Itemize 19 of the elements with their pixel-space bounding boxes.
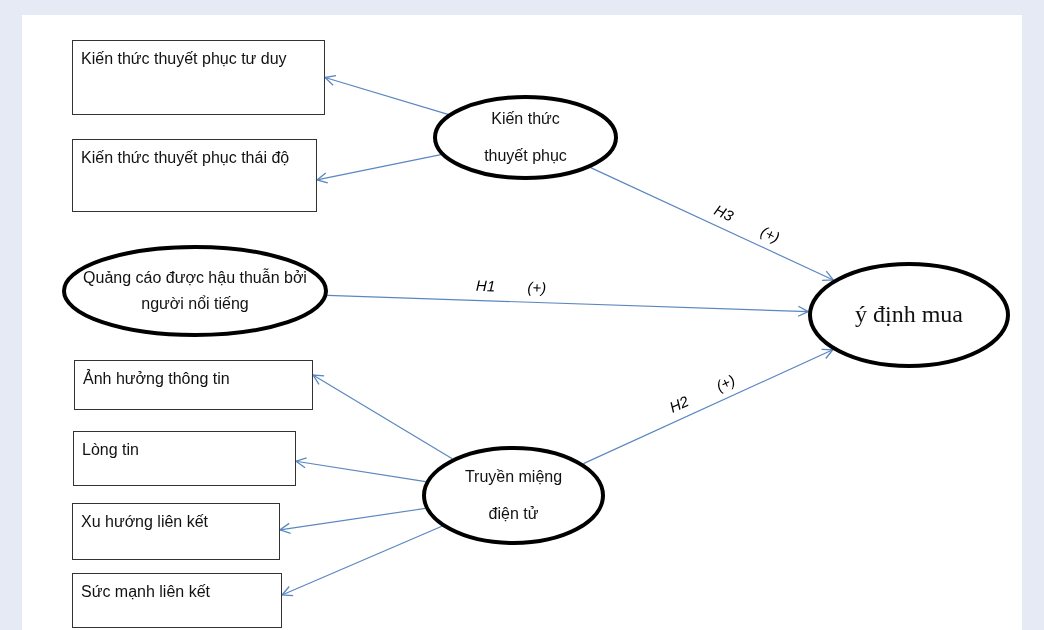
arrow [590, 167, 834, 281]
arrow [316, 154, 442, 184]
concept-box: Xu hướng liên kết [72, 503, 280, 560]
concept-box: Sức mạnh liên kết [72, 573, 282, 628]
construct-ellipse: Quảng cáo được hậu thuẫn bởi người nổi tiếng [62, 245, 328, 337]
construct-ellipse: Kiến thức thuyết phục [433, 95, 618, 180]
arrow [295, 457, 427, 483]
arrow [326, 294, 809, 317]
construct-ellipse: Truyền miệng điện tử [422, 446, 605, 545]
arrow [312, 374, 453, 460]
arrow [324, 74, 449, 115]
concept-box: Kiến thức thuyết phục thái độ [72, 139, 317, 212]
concept-box: Kiến thức thuyết phục tư duy [72, 40, 325, 115]
concept-box: Ảnh hưởng thông tin [74, 360, 313, 410]
arrow [281, 525, 443, 597]
construct-ellipse: ý định mua [808, 262, 1010, 368]
arrow [582, 348, 834, 465]
concept-box: Lòng tin [73, 431, 296, 486]
arrow [279, 507, 426, 534]
